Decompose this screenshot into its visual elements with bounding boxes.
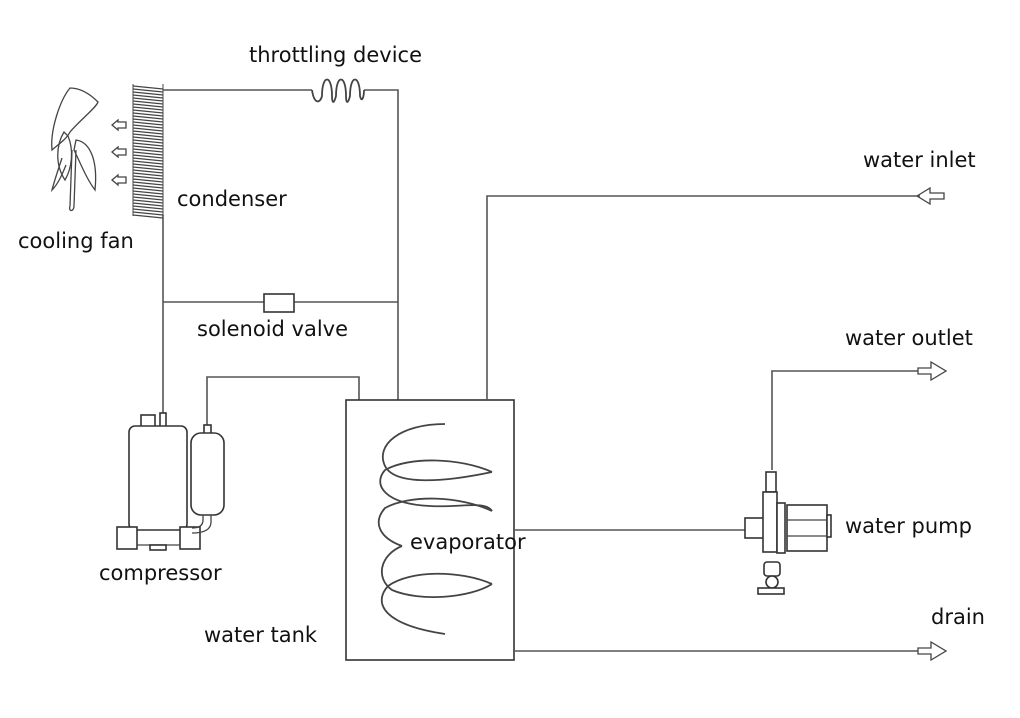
condenser-fin [132, 139, 164, 147]
label-water-tank: water tank [204, 623, 318, 647]
drain-arrow-icon [917, 640, 948, 662]
label-water-inlet: water inlet [863, 148, 976, 172]
compressor-icon [116, 412, 225, 551]
condenser-fin [132, 115, 164, 123]
condenser-fin [132, 157, 164, 165]
condenser-fin [132, 193, 164, 201]
condenser-fin [132, 211, 164, 219]
condenser-fin [132, 103, 164, 111]
label-solenoid-valve: solenoid valve [197, 317, 348, 341]
condenser-fin [132, 85, 164, 93]
condenser-frame [132, 84, 164, 216]
water-inlet-arrow-icon [915, 186, 945, 206]
pipe-water-inlet [486, 195, 920, 400]
condenser-fin [132, 109, 164, 117]
label-throttling-device: throttling device [249, 43, 422, 67]
airflow-arrows [110, 118, 127, 187]
pump-icon [744, 471, 832, 595]
water-tank [345, 399, 515, 661]
solenoid-valve-icon [263, 293, 295, 313]
pipe-throttle-to-evaporator [364, 89, 399, 400]
condenser-fin [132, 127, 164, 135]
airflow-arrow-icon [110, 173, 127, 187]
label-drain: drain [931, 605, 985, 629]
water-outlet-arrow-icon [917, 360, 948, 382]
evaporator-coil-icon [377, 423, 493, 635]
pipe-pump-to-outlet [771, 370, 918, 470]
refrigerant-pipes [162, 89, 399, 426]
condenser-fin [132, 163, 164, 171]
condenser-fin [132, 199, 164, 207]
throttling-device [311, 78, 365, 103]
condenser-fins-icon [132, 84, 164, 219]
helical-coil-icon [311, 78, 365, 103]
label-evaporator: evaporator [410, 530, 526, 554]
condenser-fin [132, 145, 164, 153]
water-pipes [486, 195, 920, 652]
airflow-arrow-icon [110, 145, 127, 159]
condenser [132, 84, 164, 219]
condenser-fin [132, 187, 164, 195]
airflow-arrow-icon [110, 118, 127, 132]
condenser-fin [132, 97, 164, 105]
condenser-fin [132, 151, 164, 159]
condenser-fin [132, 205, 164, 213]
pipe-accumulator-to-evaporator [206, 376, 360, 426]
label-water-pump: water pump [845, 514, 972, 538]
condenser-fin [132, 181, 164, 189]
condenser-fin [132, 175, 164, 183]
label-compressor: compressor [99, 561, 222, 585]
condenser-fin [132, 169, 164, 177]
label-water-outlet: water outlet [845, 326, 973, 350]
condenser-fin [132, 133, 164, 141]
label-cooling-fan: cooling fan [18, 229, 134, 253]
label-condenser: condenser [177, 187, 287, 211]
condenser-fin [132, 121, 164, 129]
fan-blade-icon [50, 87, 99, 212]
condenser-fin [132, 91, 164, 99]
